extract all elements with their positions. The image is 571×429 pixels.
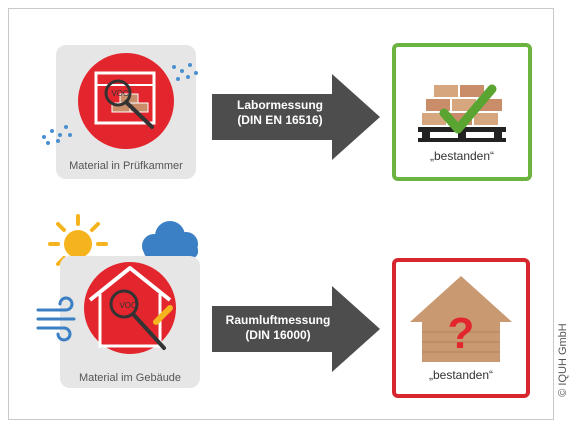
result-box-passed: „bestanden“ xyxy=(392,43,532,181)
arrow-title-raumluftmessung: Raumluftmessung xyxy=(225,313,331,327)
arrow-raumluftmessung xyxy=(212,286,380,372)
arrow-standard-raumluftmessung: (DIN 16000) xyxy=(245,328,311,342)
sun-icon xyxy=(48,214,108,274)
pallet-check-icon xyxy=(418,84,506,142)
voc-text-chamber: VOC xyxy=(111,89,129,98)
test-chamber-icon xyxy=(78,53,174,149)
arrow-label-raumluftmessung: Raumluftmessung (DIN 16000) xyxy=(214,313,342,343)
copyright-notice: © IQUH GmbH xyxy=(556,323,569,397)
diagram-frame xyxy=(8,8,554,420)
vocs-label-row2: VOC xyxy=(119,301,137,310)
house-question-icon: ? xyxy=(410,276,512,362)
source-label-building: Material im Gebäude xyxy=(78,372,182,384)
building-icon xyxy=(84,262,176,354)
arrow-title-labormessung: Labormessung xyxy=(236,98,323,112)
result-box-uncertain: ? „bestanden“ xyxy=(392,258,530,398)
voc-text-building: VOC xyxy=(119,301,137,310)
arrow-label-labormessung: Labormessung (DIN EN 16516) xyxy=(220,98,340,128)
arrow-standard-labormessung: (DIN EN 16516) xyxy=(237,113,323,127)
test-chamber-tile: Material in Prüfkammer xyxy=(42,45,198,179)
vocs-label-row1: VOC xyxy=(111,89,129,98)
building-tile: Material im Gebäude xyxy=(60,256,200,388)
source-label-chamber: Material in Prüfkammer xyxy=(69,160,183,172)
question-mark-icon: ? xyxy=(448,309,475,358)
wind-icon xyxy=(36,296,76,342)
air-particles-icon xyxy=(42,63,198,145)
arrow-labormessung xyxy=(212,74,380,160)
result-label-passed: „bestanden“ xyxy=(429,149,495,163)
result-label-uncertain: „bestanden“ xyxy=(428,368,494,382)
